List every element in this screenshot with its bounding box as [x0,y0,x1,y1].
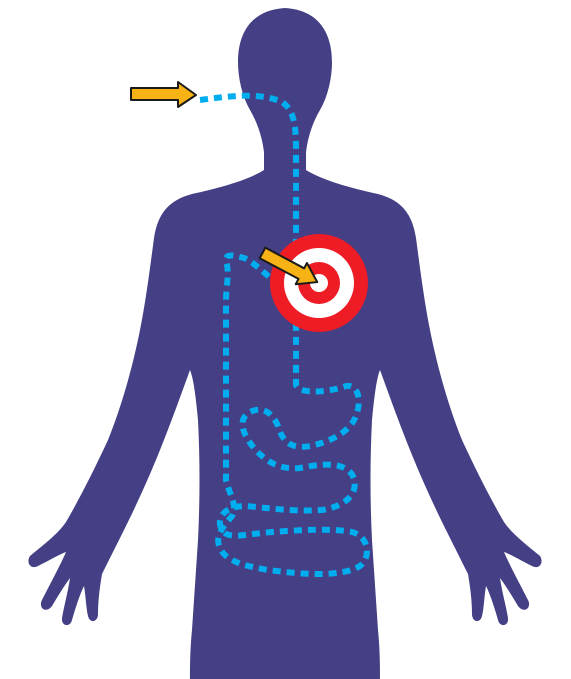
human-silhouette-icon [28,8,541,679]
arrow-icon [131,82,196,107]
target-icon [270,234,368,332]
arrow-mouth-shape [131,82,196,107]
